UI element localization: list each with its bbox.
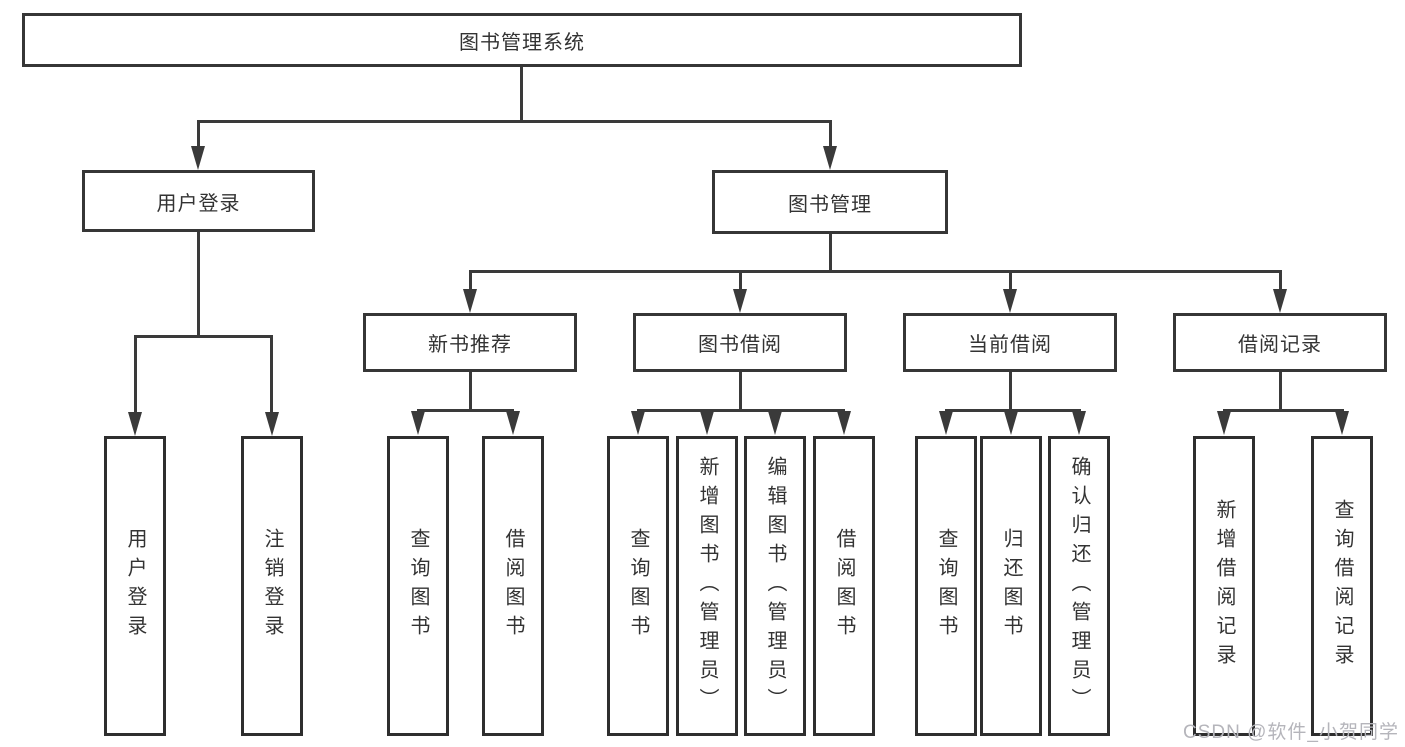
leaf-borrow-query-book: 查询图书 — [607, 436, 669, 736]
arrow-down-icon — [768, 411, 782, 435]
arrow-down-icon — [128, 412, 142, 436]
node-borrow-record: 借阅记录 — [1173, 313, 1387, 372]
leaf-recommend-borrow-book-label: 借阅图书 — [502, 528, 524, 644]
connector-line — [469, 270, 1282, 273]
leaf-edit-book-admin: 编辑图书（管理员） — [744, 436, 806, 736]
leaf-return-book: 归还图书 — [980, 436, 1042, 736]
connector-line — [134, 335, 137, 413]
leaf-add-book-admin-label: 新增图书（管理员） — [696, 455, 718, 717]
node-user-login-label: 用户登录 — [156, 192, 241, 215]
node-book-management-label: 图书管理 — [788, 193, 872, 216]
arrow-down-icon — [1217, 411, 1231, 435]
leaf-query-borrow-record: 查询借阅记录 — [1311, 436, 1373, 736]
leaf-logout: 注销登录 — [241, 436, 303, 736]
leaf-confirm-return-admin: 确认归还（管理员） — [1048, 436, 1110, 736]
leaf-confirm-return-admin-label: 确认归还（管理员） — [1068, 455, 1090, 717]
arrow-down-icon — [700, 411, 714, 435]
node-current-borrow-label: 当前借阅 — [968, 334, 1052, 356]
node-root: 图书管理系统 — [22, 13, 1022, 67]
leaf-add-borrow-record-label: 新增借阅记录 — [1213, 499, 1235, 673]
connector-line — [739, 270, 742, 292]
connector-line — [197, 232, 200, 335]
connector-line — [417, 409, 514, 412]
node-book-borrow: 图书借阅 — [633, 313, 847, 372]
node-new-book-recommend: 新书推荐 — [363, 313, 577, 372]
connector-line — [270, 335, 273, 413]
arrow-down-icon — [733, 289, 747, 313]
connector-line — [739, 372, 742, 409]
leaf-borrow-book: 借阅图书 — [813, 436, 875, 736]
arrow-down-icon — [463, 289, 477, 313]
leaf-current-query-book: 查询图书 — [915, 436, 977, 736]
arrow-down-icon — [265, 412, 279, 436]
arrow-down-icon — [1004, 411, 1018, 435]
node-borrow-record-label: 借阅记录 — [1238, 334, 1322, 356]
connector-line — [637, 409, 845, 412]
leaf-add-book-admin: 新增图书（管理员） — [676, 436, 738, 736]
node-book-management: 图书管理 — [712, 170, 948, 234]
node-book-borrow-label: 图书借阅 — [698, 334, 782, 356]
connector-line — [134, 335, 273, 338]
arrow-down-icon — [191, 146, 205, 170]
leaf-recommend-borrow-book: 借阅图书 — [482, 436, 544, 736]
leaf-logout-label: 注销登录 — [261, 528, 283, 644]
connector-line — [945, 409, 1081, 412]
arrow-down-icon — [823, 146, 837, 170]
leaf-return-book-label: 归还图书 — [1000, 528, 1022, 644]
arrow-down-icon — [506, 411, 520, 435]
leaf-user-login: 用户登录 — [104, 436, 166, 736]
leaf-user-login-label: 用户登录 — [124, 528, 146, 644]
leaf-recommend-query-book-label: 查询图书 — [407, 528, 429, 644]
connector-line — [197, 120, 200, 148]
connector-line — [520, 67, 523, 120]
connector-line — [829, 234, 832, 270]
arrow-down-icon — [1273, 289, 1287, 313]
connector-line — [197, 120, 832, 123]
connector-line — [469, 372, 472, 409]
arrow-down-icon — [939, 411, 953, 435]
connector-line — [1223, 409, 1344, 412]
connector-line — [1009, 372, 1012, 409]
leaf-query-borrow-record-label: 查询借阅记录 — [1331, 499, 1353, 673]
arrow-down-icon — [837, 411, 851, 435]
node-current-borrow: 当前借阅 — [903, 313, 1117, 372]
connector-line — [1279, 372, 1282, 409]
arrow-down-icon — [1335, 411, 1349, 435]
connector-line — [829, 120, 832, 148]
leaf-recommend-query-book: 查询图书 — [387, 436, 449, 736]
leaf-borrow-book-label: 借阅图书 — [833, 528, 855, 644]
arrow-down-icon — [1072, 411, 1086, 435]
arrow-down-icon — [411, 411, 425, 435]
leaf-edit-book-admin-label: 编辑图书（管理员） — [764, 455, 786, 717]
node-root-label: 图书管理系统 — [459, 31, 585, 54]
connector-line — [1009, 270, 1012, 292]
leaf-add-borrow-record: 新增借阅记录 — [1193, 436, 1255, 736]
connector-line — [1279, 270, 1282, 292]
arrow-down-icon — [631, 411, 645, 435]
node-user-login: 用户登录 — [82, 170, 315, 232]
arrow-down-icon — [1003, 289, 1017, 313]
connector-line — [469, 270, 472, 292]
node-new-book-recommend-label: 新书推荐 — [428, 334, 512, 356]
leaf-borrow-query-book-label: 查询图书 — [627, 528, 649, 644]
csdn-watermark: CSDN @软件_小贺同学 — [1183, 722, 1399, 743]
leaf-current-query-book-label: 查询图书 — [935, 528, 957, 644]
